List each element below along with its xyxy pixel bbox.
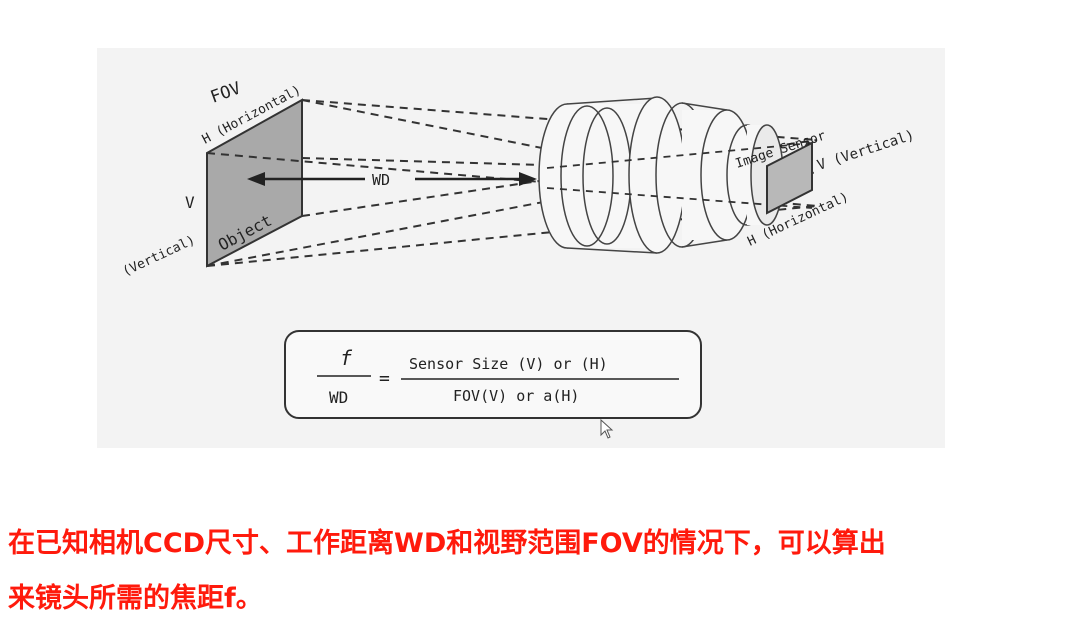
caption-line-1: 在已知相机CCD尺寸、工作距离WD和视野范围FOV的情况下，可以算出	[8, 528, 886, 559]
image-sensor	[766, 141, 813, 215]
formula-lhs-numerator: f	[340, 346, 353, 370]
mouse-cursor-icon	[600, 418, 614, 443]
object-v-sub-label: (Vertical)	[120, 233, 197, 280]
formula-rhs-denominator: FOV(V) or a(H)	[453, 387, 579, 405]
object-v-label: V	[185, 193, 195, 212]
sensor-v-label: V (Vertical)	[815, 127, 916, 173]
lens-diagram-figure: FOV H (Horizontal) V (Vertical) Object W…	[97, 48, 945, 448]
lens-diagram-svg: FOV H (Horizontal) V (Vertical) Object W…	[120, 78, 916, 419]
lens-body	[538, 96, 784, 254]
wd-label: WD	[372, 171, 390, 189]
formula-box	[284, 330, 702, 419]
formula-lhs-denominator: WD	[329, 388, 348, 407]
fov-label: FOV	[208, 78, 244, 107]
caption-text: 在已知相机CCD尺寸、工作距离WD和视野范围FOV的情况下，可以算出 来镜头所需…	[8, 516, 1068, 626]
formula-rhs-numerator: Sensor Size (V) or (H)	[409, 355, 608, 373]
caption-line-2: 来镜头所需的焦距f。	[8, 583, 263, 614]
wd-arrow	[247, 172, 537, 186]
formula-equals: =	[379, 368, 390, 389]
